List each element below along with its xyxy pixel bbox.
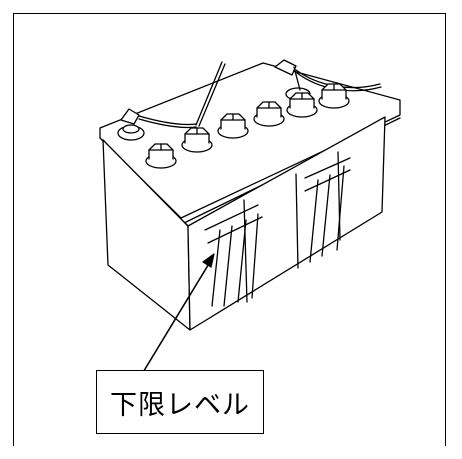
terminal-left	[117, 108, 197, 141]
cell-cap-4	[253, 101, 285, 127]
lower-level-marks-right	[304, 157, 351, 263]
leader-arrow	[141, 253, 215, 375]
lower-level-label: 下限レベル	[110, 389, 250, 421]
cell-cap-5	[286, 92, 318, 118]
cell-cap-2	[181, 127, 213, 153]
lower-level-callout: 下限レベル	[96, 370, 264, 434]
cell-cap-6	[318, 83, 350, 109]
cell-cap-3	[217, 113, 249, 139]
cell-cap-1	[145, 143, 177, 169]
lower-level-marks-left	[204, 204, 263, 307]
